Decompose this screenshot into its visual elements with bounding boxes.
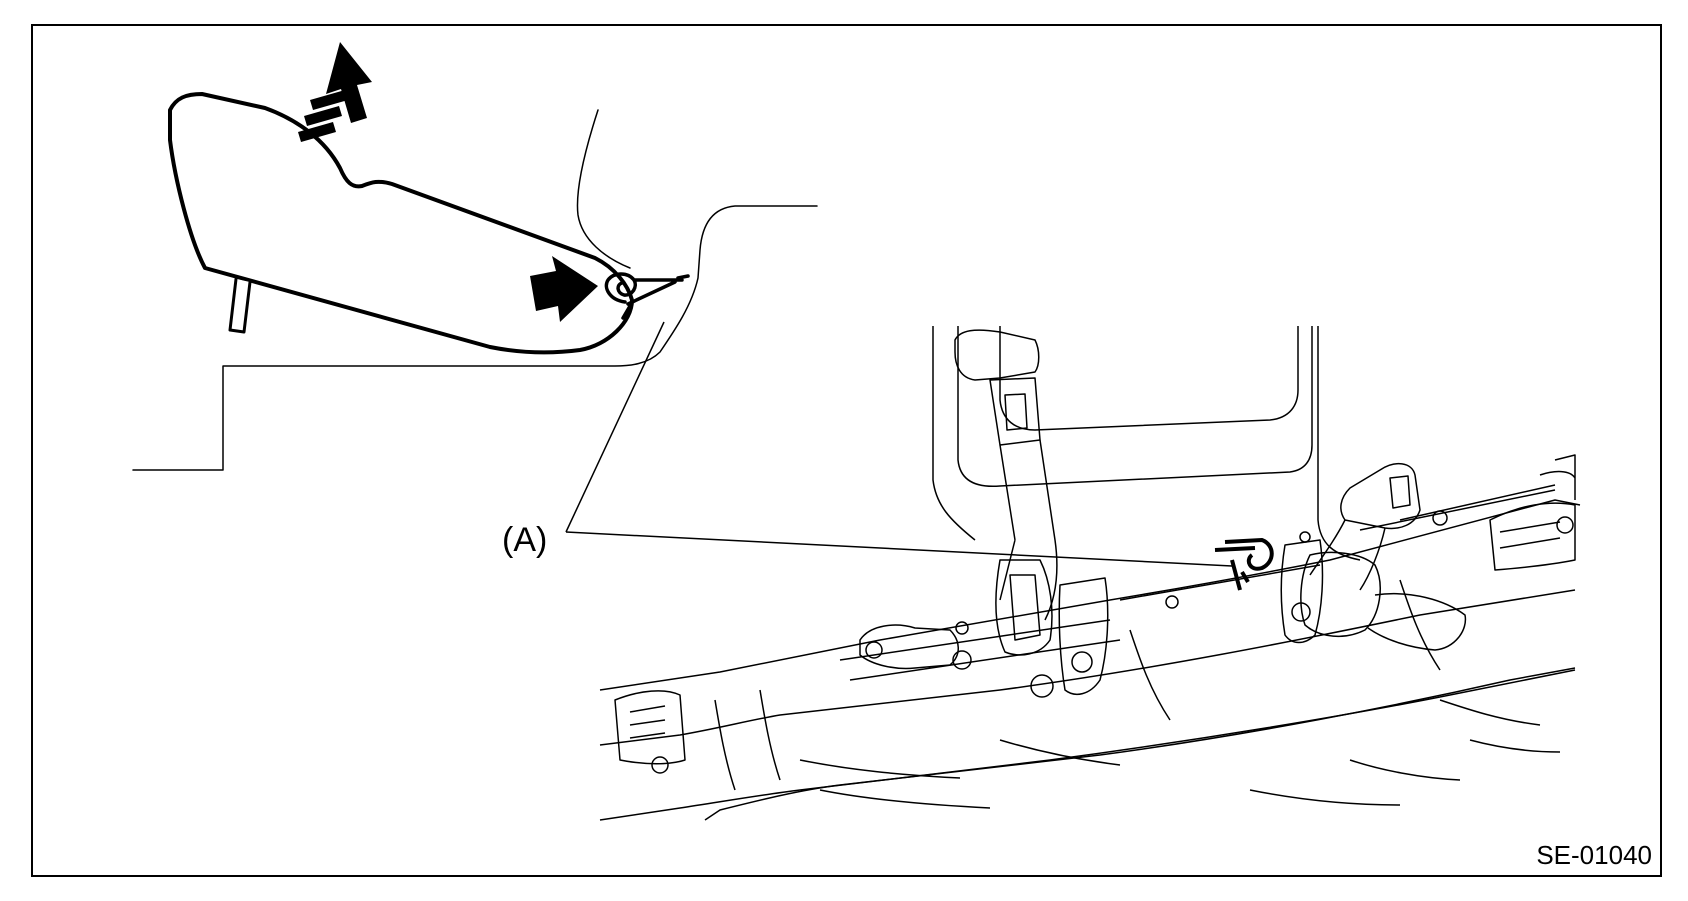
callout-leader-lines (565, 321, 1233, 567)
right-seat-belt (1340, 463, 1421, 530)
floor-bolt (1299, 531, 1311, 543)
right-belt-tongue (1367, 592, 1467, 651)
bracket-bolt (865, 641, 883, 659)
seat-cushion (168, 92, 634, 355)
anchor-bolt (1071, 651, 1093, 673)
hook-clip (604, 272, 690, 320)
figure-frame (31, 24, 1662, 877)
floor-panel-left-recess (614, 690, 686, 765)
floor-panel-contour (132, 205, 818, 471)
headrest-area (999, 326, 1299, 431)
floor-lower-left-channels (799, 739, 1121, 809)
left-anchor-bracket (859, 624, 959, 670)
clip-a-in-vehicle (1214, 538, 1274, 591)
bracket-bolt (952, 650, 972, 670)
figure-code: SE-01040 (1536, 840, 1652, 870)
floor-hole (1030, 674, 1054, 698)
floor-panel-lower-edge (704, 667, 1576, 821)
right-buckle (1300, 551, 1381, 638)
detail-view (132, 92, 818, 471)
right-belt-strap (1309, 519, 1386, 591)
floor-bolt (651, 756, 669, 774)
left-belt-buckle (989, 377, 1041, 446)
floor-crossmember (714, 579, 1441, 791)
floor-bolt (1556, 516, 1574, 534)
push-direction-arrow-icon (530, 256, 598, 322)
leader-to-vehicle-clip (565, 531, 1233, 567)
lift-direction-arrow-icon (298, 42, 372, 142)
center-buckle (995, 559, 1053, 656)
vehicle-floor-view (599, 326, 1581, 821)
seat-back-pocket (957, 326, 1313, 488)
floor-right-recess (1489, 502, 1576, 571)
floor-panel-edge (599, 589, 1576, 746)
left-seat-belt (954, 329, 1040, 381)
leader-to-detail-clip (565, 321, 665, 533)
floor-panel-outline (599, 499, 1581, 691)
floor-hole (1165, 595, 1179, 609)
bracket-bolt (955, 621, 969, 635)
seat-back-frame-right (1317, 326, 1361, 561)
right-anchor-plate (1280, 539, 1324, 644)
cushion-pin (228, 277, 252, 334)
floor-hole (1432, 510, 1448, 526)
seat-back-contour (576, 109, 631, 269)
floor-rib-lines (839, 484, 1556, 681)
floor-far-right-detail (1539, 454, 1576, 500)
anchor-bolt (1291, 602, 1311, 622)
floor-lower-right-channels (1249, 699, 1561, 806)
left-belt-strap (999, 439, 1058, 621)
seat-back-frame-left (932, 326, 976, 541)
callout-label-a: (A) (502, 521, 547, 559)
center-anchor-plate (1058, 577, 1109, 696)
